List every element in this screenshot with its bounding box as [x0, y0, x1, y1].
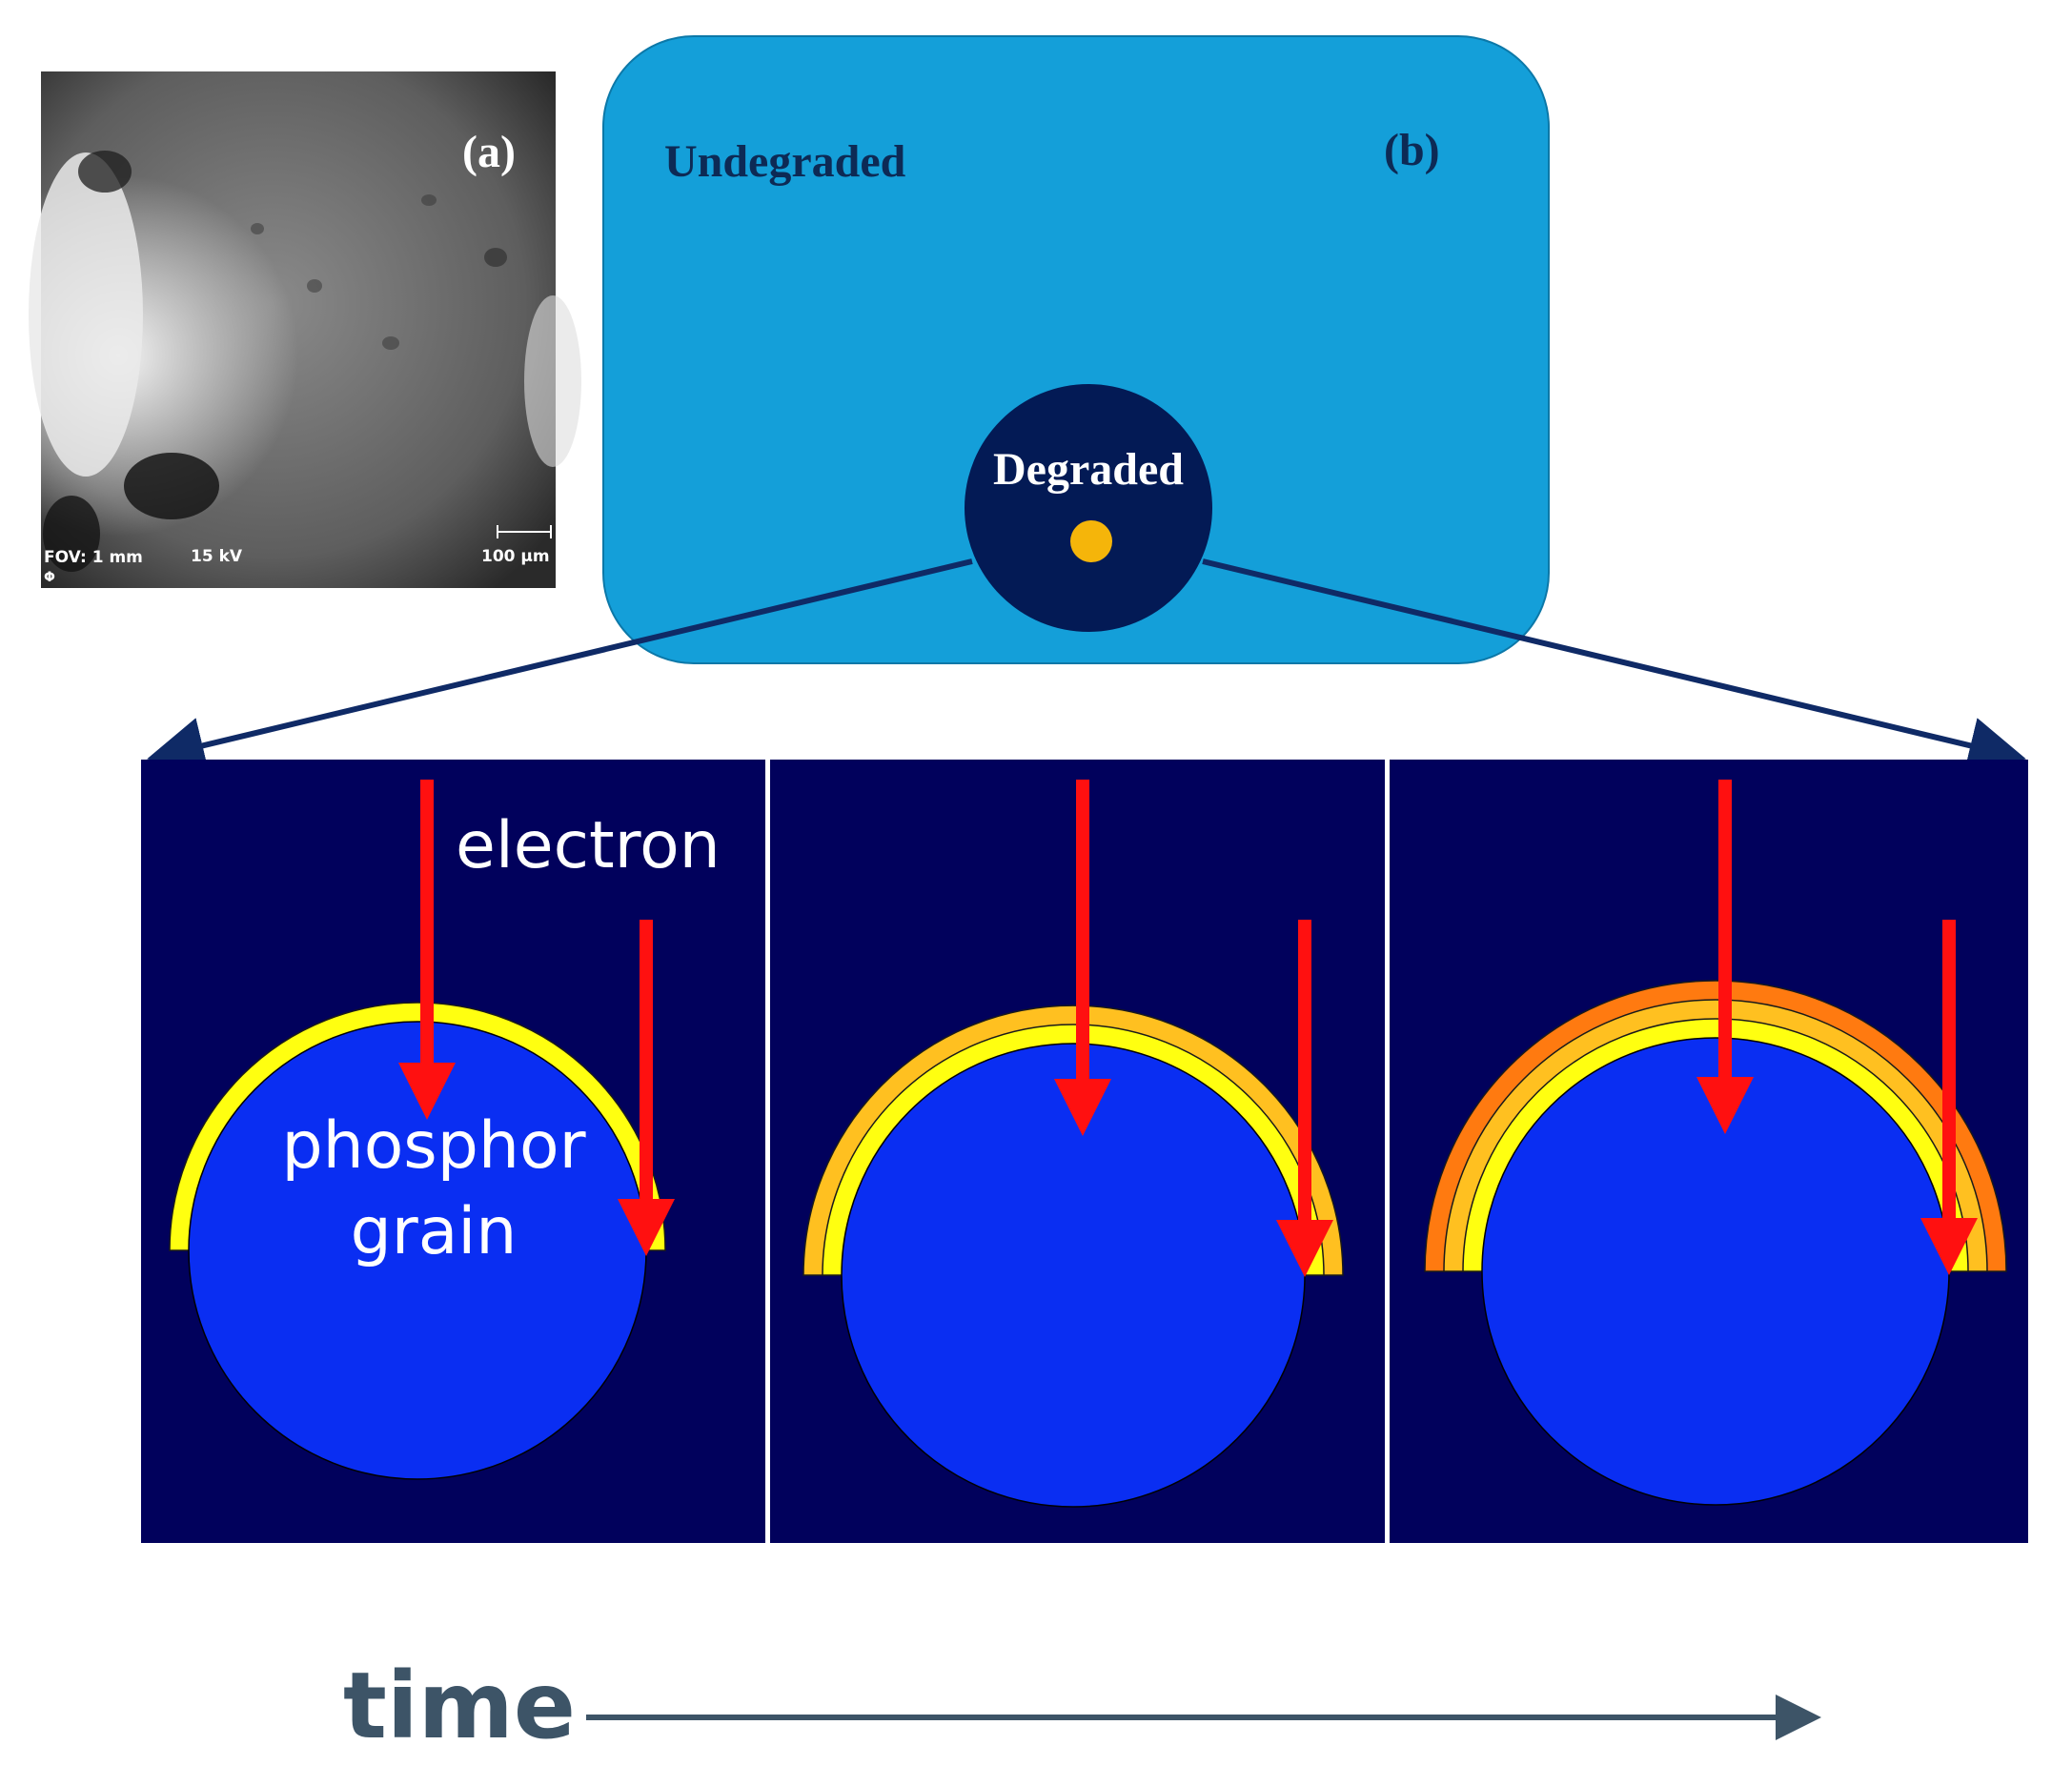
- schematic: Undegraded (b) Degraded: [602, 35, 1550, 664]
- phosphor-grain-label-line2: grain: [351, 1194, 518, 1269]
- time-label: time: [343, 1653, 576, 1759]
- electron-arrow-center-head: [398, 1063, 456, 1120]
- dark-spot: [251, 223, 264, 234]
- dark-spot: [78, 151, 132, 193]
- electron-beam-spot: [1070, 520, 1112, 562]
- panel-label-b: (b): [1384, 125, 1440, 175]
- phosphor-grain-label-line1: phosphor: [281, 1108, 585, 1184]
- panel-label-a: (a): [462, 127, 516, 177]
- undegraded-film: [602, 35, 1550, 664]
- dark-spot: [307, 279, 322, 293]
- fov-readout: FOV: 1 mm: [44, 548, 143, 567]
- dark-spot: [484, 248, 507, 267]
- electron-arrow-center-head: [1696, 1077, 1754, 1134]
- degraded-region: [965, 384, 1212, 632]
- bright-region-right: [524, 295, 581, 467]
- degraded-label: Degraded: [993, 444, 1184, 495]
- undegraded-label: Undegraded: [664, 136, 906, 187]
- zoom-arrow-left: [147, 558, 973, 774]
- electron-arrow-center-head: [1054, 1079, 1111, 1136]
- electron-arrow-edge-head: [1276, 1220, 1333, 1277]
- dark-spot: [382, 336, 399, 350]
- dark-spot: [43, 496, 100, 572]
- time-axis: time: [343, 1653, 1821, 1759]
- electron-label: electron: [456, 808, 721, 883]
- dark-spot: [421, 194, 437, 206]
- sem-micrograph: (a) FOV: 1 mm 15 kV Φ 100 μm: [29, 71, 581, 588]
- zoom-arrow-right: [1202, 558, 2026, 774]
- scale-bar-label: 100 μm: [481, 547, 550, 566]
- dark-spot: [124, 453, 219, 519]
- voltage-readout: 15 kV: [191, 547, 243, 566]
- electron-arrow-edge-head: [618, 1199, 675, 1256]
- degradation-stages: [141, 760, 2028, 1543]
- electron-arrow-edge-head: [1920, 1218, 1978, 1275]
- bright-region-left: [29, 152, 143, 477]
- corner-mark: Φ: [44, 570, 55, 585]
